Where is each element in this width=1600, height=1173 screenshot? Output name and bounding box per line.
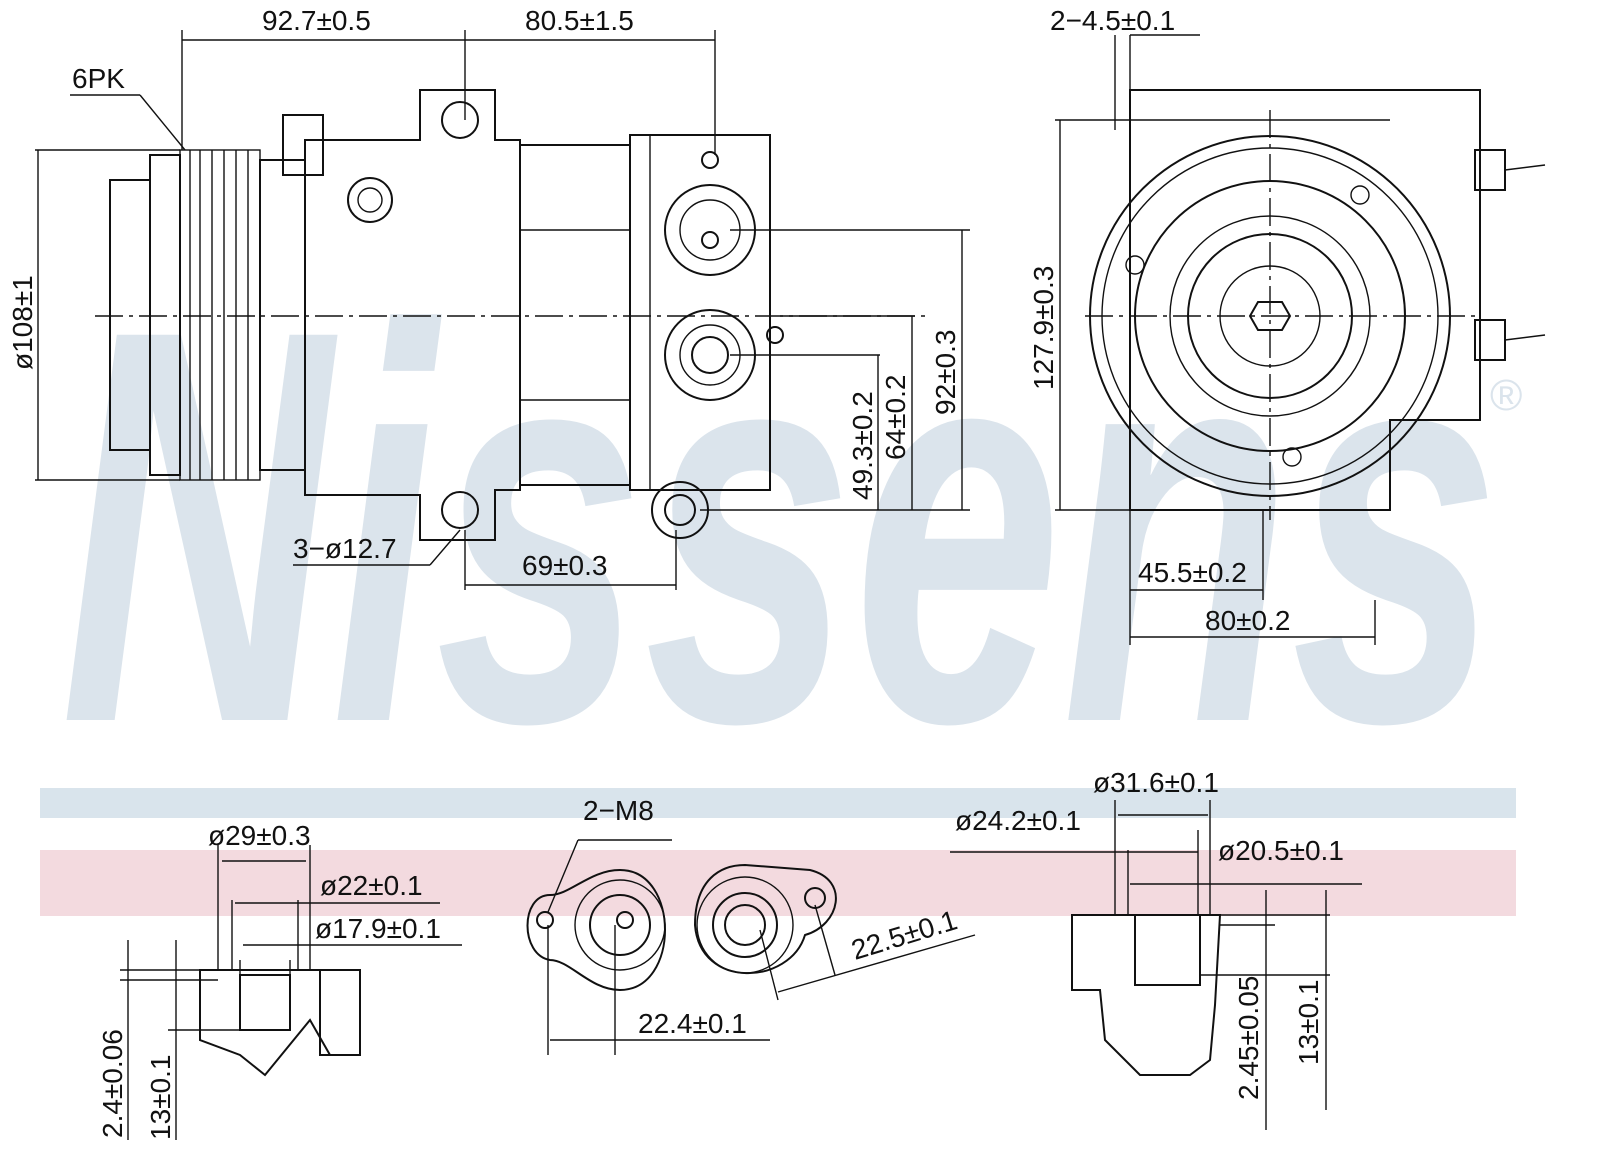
dim-left-depth1: 2.4±0.06: [97, 1029, 128, 1138]
front-view: 2−4.5±0.1 127.9±0.3 45.5±0.2 80±0.2: [1028, 5, 1546, 645]
detail-right: ø31.6±0.1 ø24.2±0.1 ø20.5±0.1 2.45±0.05 …: [950, 767, 1362, 1130]
dim-len-a: 92.7±0.5: [262, 5, 371, 36]
dim-w2: 80±0.2: [1205, 605, 1290, 636]
dim-h2: 64±0.2: [880, 375, 911, 460]
dim-right-d1: ø31.6±0.1: [1093, 767, 1219, 798]
dim-right-depth1: 2.45±0.05: [1233, 976, 1264, 1100]
dim-height: 127.9±0.3: [1028, 266, 1059, 390]
dim-ear-width: 2−4.5±0.1: [1050, 5, 1175, 36]
dim-right-depth2: 13±0.1: [1293, 980, 1324, 1065]
dim-left-d1: ø29±0.3: [208, 820, 311, 851]
dim-pulley-diameter: ø108±1: [7, 275, 38, 370]
dim-left-depth2: 13±0.1: [145, 1055, 176, 1140]
blue-band: [40, 788, 1516, 818]
dim-h3: 92±0.3: [930, 330, 961, 415]
dim-w1: 45.5±0.2: [1138, 557, 1247, 588]
detail-left: ø29±0.3 ø22±0.1 ø17.9±0.1 2.4±0.06 13±0.…: [97, 820, 462, 1140]
dim-right-d2: ø24.2±0.1: [955, 805, 1081, 836]
dim-mid-spacing1: 22.4±0.1: [638, 1008, 747, 1039]
registered-mark: ®: [1490, 371, 1522, 420]
side-view: 92.7±0.5 80.5±1.5 6PK ø108±1 3−ø12.7 69±…: [7, 5, 970, 590]
dim-mount-holes: 3−ø12.7: [293, 533, 397, 564]
dim-left-d2: ø22±0.1: [320, 870, 423, 901]
dim-left-d3: ø17.9±0.1: [315, 913, 441, 944]
watermark-logo: Nissens: [60, 213, 1500, 839]
dim-thread: 2−M8: [583, 795, 654, 826]
dim-right-d3: ø20.5±0.1: [1218, 835, 1344, 866]
belt-label: 6PK: [72, 63, 125, 94]
dim-len-b: 80.5±1.5: [525, 5, 634, 36]
dim-h1: 49.3±0.2: [847, 391, 878, 500]
dim-hole-spacing: 69±0.3: [522, 550, 607, 581]
